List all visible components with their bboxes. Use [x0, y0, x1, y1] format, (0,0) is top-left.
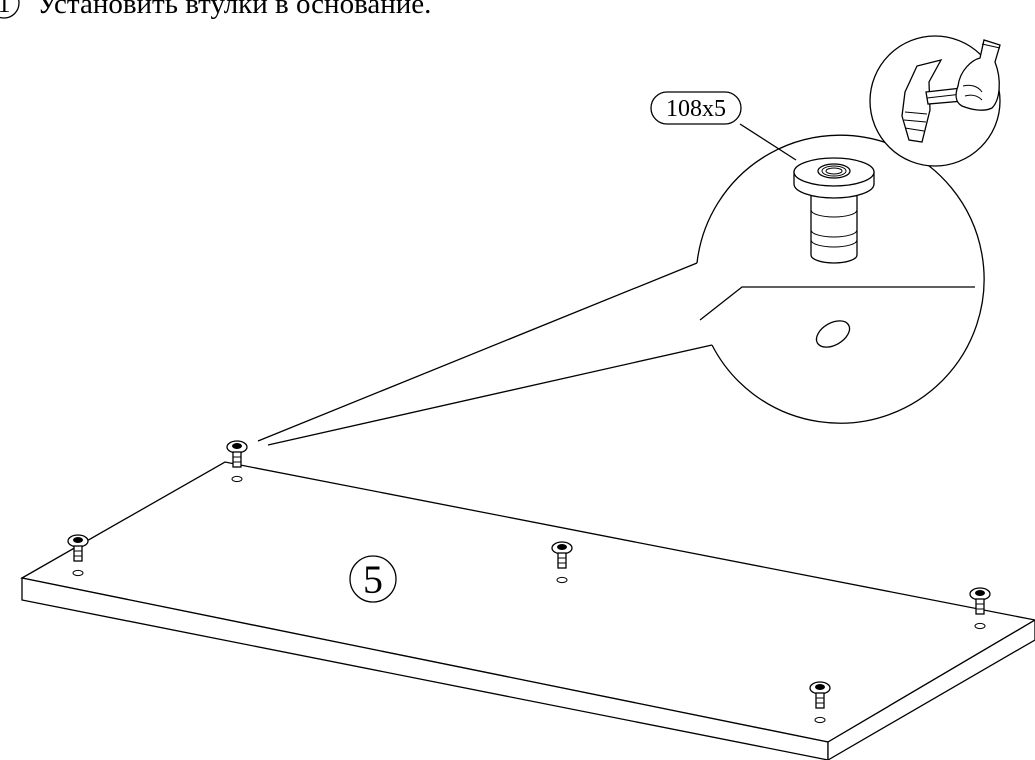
part-number: 5 [363, 557, 383, 602]
sleeve [67, 534, 89, 577]
part-number-circle [349, 555, 397, 603]
panel-side-edge [827, 619, 1035, 760]
callout-circle [696, 134, 985, 424]
detail-callout: 108x5 [257, 91, 985, 446]
panel-front-edge [21, 577, 829, 760]
sleeve [969, 587, 991, 630]
callout-pointer-lower [267, 344, 713, 446]
fitting-label: 108x5 [666, 96, 726, 122]
step-header: 1 Установить втулки в основание. [0, 0, 431, 20]
base-panel [20, 461, 1035, 760]
step-instruction: Установить втулки в основание. [37, 0, 431, 20]
hammer-icon [869, 35, 1001, 167]
part-number-badge: 5 [349, 555, 397, 603]
callout-pointer-upper [257, 262, 698, 442]
sleeve [551, 541, 573, 584]
detail-hole [815, 320, 851, 348]
step-number: 1 [0, 0, 11, 18]
fitting-label-frame [650, 91, 742, 125]
sleeve [809, 681, 831, 724]
detail-sleeve [793, 157, 875, 264]
label-leader-line [739, 123, 797, 161]
sleeve [226, 440, 248, 483]
detail-panel-edge [699, 286, 975, 321]
step-number-circle [0, 0, 20, 19]
